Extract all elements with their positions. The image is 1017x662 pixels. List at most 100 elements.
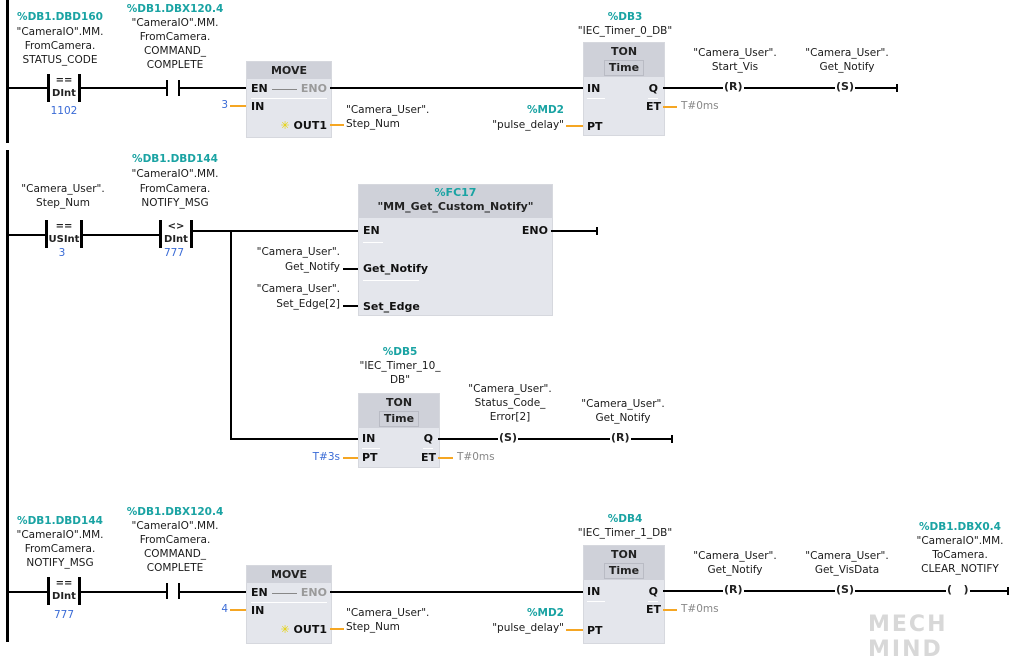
set-coil[interactable]: (S) [835,583,855,597]
move-in-value[interactable]: 4 [221,603,228,615]
pin-out1-label: OUT1 [293,623,327,636]
coil-tag-line: Error[2] [489,411,531,423]
pin-q: Q [648,82,658,95]
timer-instance-line: DB" [389,374,411,386]
move-title: MOVE [247,62,331,79]
compare-value[interactable]: 1102 [50,105,78,117]
contact-tag-line: FromCamera. [139,31,211,43]
pin-q: Q [423,432,433,445]
timer-type[interactable]: Time [378,411,420,427]
timer-type[interactable]: Time [603,563,645,579]
rung-end [596,227,598,235]
coil-symbol [952,583,956,596]
fc-name: "MM_Get_Custom_Notify" [377,200,534,213]
timer-type[interactable]: Time [603,60,645,76]
pin-in: IN [251,604,265,617]
rung-wire [663,87,897,89]
param-wire [663,106,677,108]
compare-value[interactable]: 777 [163,247,185,259]
pt-tag[interactable]: "pulse_delay" [492,119,564,131]
reset-coil[interactable]: (R) [723,583,744,597]
move-in-value[interactable]: 3 [221,99,228,111]
normally-open-contact[interactable] [166,80,180,96]
rung-wire [8,234,48,236]
compare-value[interactable]: 3 [58,247,66,259]
compare-value[interactable]: 777 [53,609,75,621]
en-eno-link [272,89,297,90]
pt-address: %MD2 [527,104,564,116]
compare-instruction[interactable]: <> DInt [159,220,193,248]
timer-instance: "IEC_Timer_0_DB" [577,25,673,37]
normally-open-contact[interactable] [166,583,180,599]
set-coil[interactable]: (S) [498,431,518,445]
compare-type: DInt [52,591,76,602]
set-coil[interactable]: (S) [835,80,855,94]
coil-tag-line: Start_Vis [711,61,759,73]
rung-wire [330,87,584,89]
rung-wire [8,87,48,89]
pin-divider [251,98,327,99]
pt-address: %MD2 [527,607,564,619]
ton-timer-block[interactable]: TON Time IN Q PT ET [358,393,440,468]
rung-wire [551,230,597,232]
coil-symbol: S [841,80,849,93]
fc-block[interactable]: %FC17 "MM_Get_Custom_Notify" EN ENO Get_… [358,184,553,316]
reset-coil[interactable]: (R) [723,80,744,94]
pin-pt: PT [362,451,378,464]
pin-eno: ENO [521,224,548,237]
pt-value[interactable]: T#3s [312,451,340,463]
coil-tag-line: "Camera_User". [693,550,777,562]
rung-wire [438,438,672,440]
move-out-tag-line: Step_Num [346,621,400,633]
contact-address: %DB1.DBX120.4 [126,3,224,15]
star-icon: ✳ [280,119,290,132]
compare-operator: == [55,75,73,86]
compare-address: %DB1.DBD144 [132,153,218,165]
pin-eno: ENO [300,82,327,95]
compare-type: DInt [164,234,188,245]
coil-tag-line: CLEAR_NOTIFY [921,563,999,575]
et-value: T#0ms [681,603,719,615]
move-block[interactable]: MOVE EN ENO IN ✳ OUT1 [246,61,332,138]
ton-timer-block[interactable]: TON Time IN Q ET PT [583,545,665,644]
ton-timer-block[interactable]: TON Time IN Q ET PT [583,42,665,136]
compare-instruction[interactable]: == DInt [47,577,81,605]
compare-tag-line: "CameraIO".MM. [16,26,104,38]
compare-tag-line: "CameraIO".MM. [16,529,104,541]
pin-divider [423,448,433,449]
timer-address: %DB3 [607,11,643,23]
contact-tag-line: "CameraIO".MM. [131,520,219,532]
rung-end [671,435,673,443]
coil-tag-line: "CameraIO".MM. [916,535,1004,547]
reset-coil[interactable]: (R) [610,431,631,445]
param-wire [663,609,677,611]
move-block[interactable]: MOVE EN ENO IN ✳ OUT1 [246,565,332,644]
rung-wire [8,591,48,593]
compare-tag-line: "Camera_User". [21,183,105,195]
contact-tag-line: COMPLETE [146,562,204,574]
contact-tag-line: FromCamera. [139,534,211,546]
coil-symbol: S [841,583,849,596]
pin-divider [587,98,605,99]
pin-divider [587,601,605,602]
coil-tag-line: Get_VisData [814,564,880,576]
pt-tag[interactable]: "pulse_delay" [492,622,564,634]
output-coil[interactable]: ( ) [946,583,970,597]
pin-in: IN [587,82,601,95]
timer-instance: "IEC_Timer_1_DB" [577,527,673,539]
compare-instruction[interactable]: == USInt [45,220,83,248]
coil-symbol: R [729,80,738,93]
param-wire [230,609,246,611]
fc-input-tag-line: "Camera_User". [256,246,340,258]
rung-wire [180,591,247,593]
fc-address: %FC17 [434,186,477,199]
contact-tag-line: COMPLETE [146,59,204,71]
pin-divider [363,280,419,281]
timer-instance-line: "IEC_Timer_10_ [359,360,441,372]
timer-title: TON [610,548,638,561]
pin-in: IN [251,100,265,113]
contact-tag-line: "CameraIO".MM. [131,17,219,29]
move-out-tag-line: "Camera_User". [346,104,430,116]
compare-instruction[interactable]: == DInt [47,74,81,102]
compare-type: USInt [48,234,80,245]
